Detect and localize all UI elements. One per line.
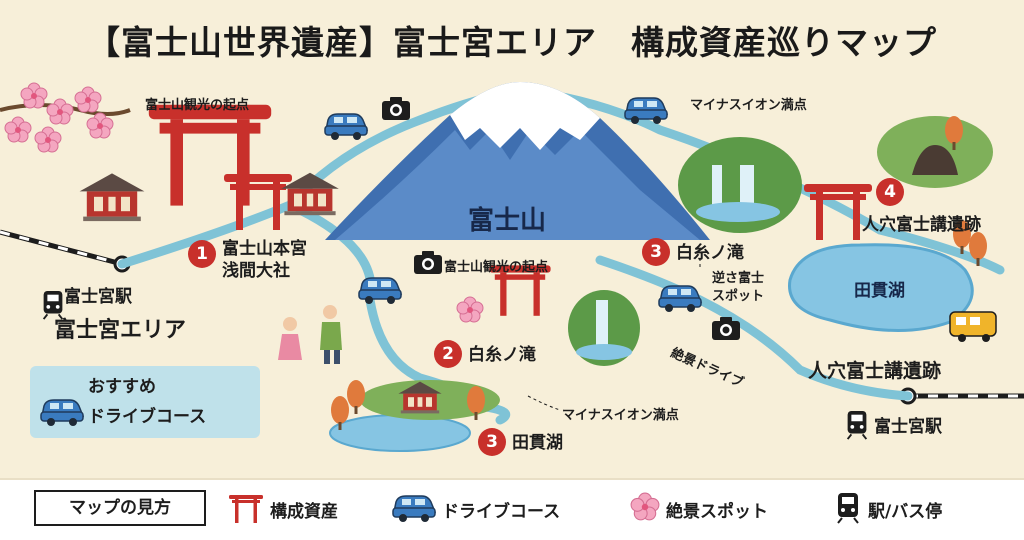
legend-item-heritage: 構成資産: [270, 502, 338, 522]
mountain-label: 富士山: [468, 206, 547, 236]
spot-3-lake-marker[interactable]: 3: [478, 428, 506, 456]
spot-1-name[interactable]: 富士山本宮 浅間大社: [222, 239, 307, 281]
train-icon: [836, 492, 860, 524]
negative-ion-label-bottom: マイナスイオン満点: [562, 408, 679, 423]
route-legend-line-label: おすすめ: [88, 377, 156, 397]
reverse-fuji-label: 逆さ富士 スポット: [712, 271, 765, 304]
station-right-label: 富士宮駅: [874, 417, 942, 437]
spot-1-marker[interactable]: 1: [188, 240, 216, 268]
start-label-top: 富士山観光の起点: [145, 98, 250, 113]
lake-label-right: 田貫湖: [854, 281, 905, 301]
car-icon: [392, 494, 436, 523]
train-icon: [846, 410, 868, 440]
spot-3-waterfall-marker[interactable]: 3: [642, 238, 670, 266]
spot-4-name[interactable]: 人穴富士講遺跡: [862, 215, 981, 235]
negative-ion-label-top: マイナスイオン満点: [690, 98, 807, 113]
route-legend-car-label: ドライブコース: [88, 407, 207, 427]
area-label: 富士宮エリア: [54, 318, 187, 343]
legend-title: マップの見方: [34, 490, 206, 526]
spot-3-lake-name[interactable]: 田貫湖: [512, 433, 563, 453]
start-label-mid: 富士山観光の起点: [444, 260, 549, 275]
station-left-label: 富士宮駅: [64, 287, 132, 307]
spot-4-marker[interactable]: 4: [876, 178, 904, 206]
car-icon: [40, 398, 84, 427]
legend-item-station: 駅/バス停: [868, 502, 943, 522]
torii-icon: [228, 492, 264, 526]
legend-item-drive: ドライブコース: [442, 502, 561, 522]
spot-2-name[interactable]: 白糸ノ滝: [468, 345, 536, 365]
page-title: 【富士山世界遺産】富士宮エリア 構成資産巡りマップ: [87, 23, 937, 62]
hitoana-big-label: 人穴富士講遺跡: [808, 360, 942, 382]
spot-2-marker[interactable]: 2: [434, 340, 462, 368]
sakura-icon: [630, 492, 660, 522]
spot-3-waterfall-name[interactable]: 白糸ノ滝: [676, 243, 744, 263]
legend-item-scenic: 絶景スポット: [666, 502, 768, 522]
